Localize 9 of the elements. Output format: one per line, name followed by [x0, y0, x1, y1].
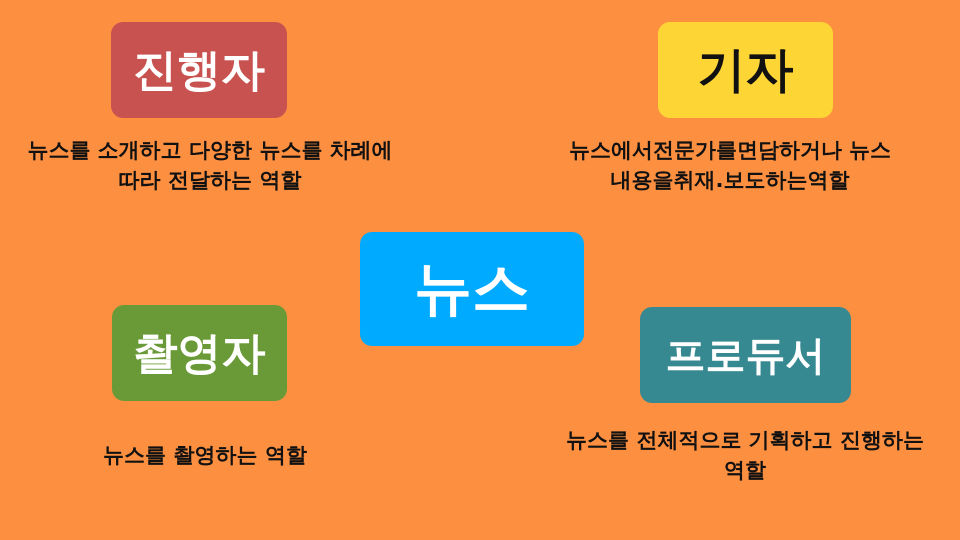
role-box: 촬영자 [112, 305, 287, 401]
role-box: 프로듀서 [640, 307, 851, 403]
description-text: 뉴스를 소개하고 다양한 뉴스를 차례에 따라 전달하는 역할 [26, 137, 394, 194]
description-text: 뉴스를 전체적으로 기획하고 진행하는 역할 [565, 427, 925, 484]
role-box: 기자 [658, 22, 833, 118]
description-text: 뉴스를 촬영하는 역할 [102, 442, 308, 469]
description-text: 뉴스에서전문가를면담하거나 뉴스내용을취재.보도하는역할 [568, 137, 892, 194]
topic-box: 뉴스 [360, 232, 584, 346]
role-box: 진행자 [111, 22, 287, 118]
